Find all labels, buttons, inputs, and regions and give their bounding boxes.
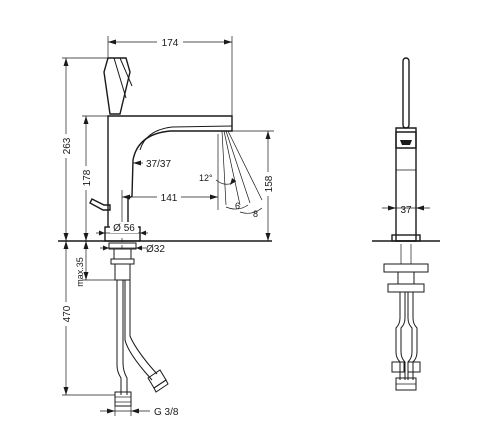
arrow-head (63, 233, 69, 241)
hose-side (395, 292, 401, 380)
dim-spout-size-label: 37/37 (146, 159, 171, 170)
arrow-head (131, 408, 139, 414)
arrow-head (83, 241, 89, 249)
arrow-head (63, 58, 69, 66)
dim-body-width-label: 37 (400, 205, 412, 216)
hose-side (407, 292, 413, 380)
label-bg (157, 190, 181, 202)
supply-hose-right (129, 280, 158, 375)
spout-outlet (400, 140, 412, 145)
arrow-head (136, 245, 142, 251)
dim-total-height-label: 263 (62, 137, 73, 154)
hose-connector-left (114, 391, 132, 407)
arrow-head (230, 178, 236, 185)
spray-line (221, 130, 227, 206)
label-bg (58, 134, 74, 158)
mounting-bolt (114, 263, 131, 281)
spout-curve (139, 125, 233, 151)
dim-spout-height-label: 178 (82, 169, 93, 186)
dim-thread-label: G 3/8 (154, 407, 179, 418)
supply-hose-left (116, 280, 122, 395)
label-bg (260, 172, 276, 196)
spray-line (223, 130, 241, 206)
dim-angle-label: 12° (199, 173, 213, 183)
spray-line (227, 130, 263, 201)
arrow-head (103, 245, 109, 251)
dim-max-thickness-label: max.35 (75, 257, 85, 287)
dim-angle-b-label: 8 (253, 209, 258, 219)
label-bg (157, 35, 183, 47)
side-view: 37 (372, 57, 440, 391)
dim-width-label: 174 (162, 38, 179, 49)
hose-side (400, 292, 406, 380)
hose-side (412, 292, 418, 380)
arrow-head (63, 241, 69, 249)
mounting-nut-side (383, 263, 429, 273)
handle-lever (103, 57, 131, 115)
faucet-body (107, 115, 233, 227)
arrow-head (416, 205, 424, 211)
dim-projection-label: 141 (161, 193, 178, 204)
arrow-head (83, 116, 89, 124)
dim-clearance-label: 158 (264, 175, 275, 192)
arrow-head (63, 387, 69, 395)
hose-connector-right (153, 379, 169, 393)
arrow-head (133, 160, 141, 166)
handle-rod (402, 57, 410, 129)
mounting-washer (110, 258, 135, 265)
dim-hole-diameter-label: Ø32 (146, 244, 165, 255)
dim-base-diameter-label: Ø 56 (113, 223, 135, 234)
arrow-head (210, 194, 218, 200)
hose-connector-side (407, 361, 421, 373)
label-bg (58, 302, 74, 326)
arrow-head (224, 39, 232, 45)
arrow-head (99, 230, 105, 236)
popup-rod (89, 198, 111, 211)
spout-side (395, 131, 417, 149)
label-bg (110, 222, 138, 233)
mounting-plate-side (387, 283, 425, 293)
supply-hose-right (124, 280, 153, 381)
angle-arc (225, 204, 249, 210)
arrow-head (83, 233, 89, 241)
front-view: 174 263 178 158 141 37/37 (58, 35, 276, 418)
arrow-head (122, 194, 130, 200)
arrow-head (140, 230, 146, 236)
dim-hose-length-label: 470 (62, 305, 73, 322)
spray-line (225, 130, 251, 204)
handle-edge (119, 57, 133, 87)
arrow-head (265, 233, 271, 241)
arrow-head (388, 205, 396, 211)
label-bg (78, 166, 94, 190)
arrow-head (108, 39, 116, 45)
hose-connector-side (391, 361, 405, 373)
dim-angle-a-label: 6 (235, 201, 240, 211)
angle-arc (239, 207, 263, 214)
mounting-shank-side (397, 271, 415, 285)
arrow-head (107, 408, 115, 414)
handle-edge (113, 57, 127, 99)
arrow-head (83, 272, 89, 280)
supply-hose-left (122, 280, 128, 395)
arrow-head (265, 131, 271, 139)
mounting-shank (113, 248, 132, 260)
